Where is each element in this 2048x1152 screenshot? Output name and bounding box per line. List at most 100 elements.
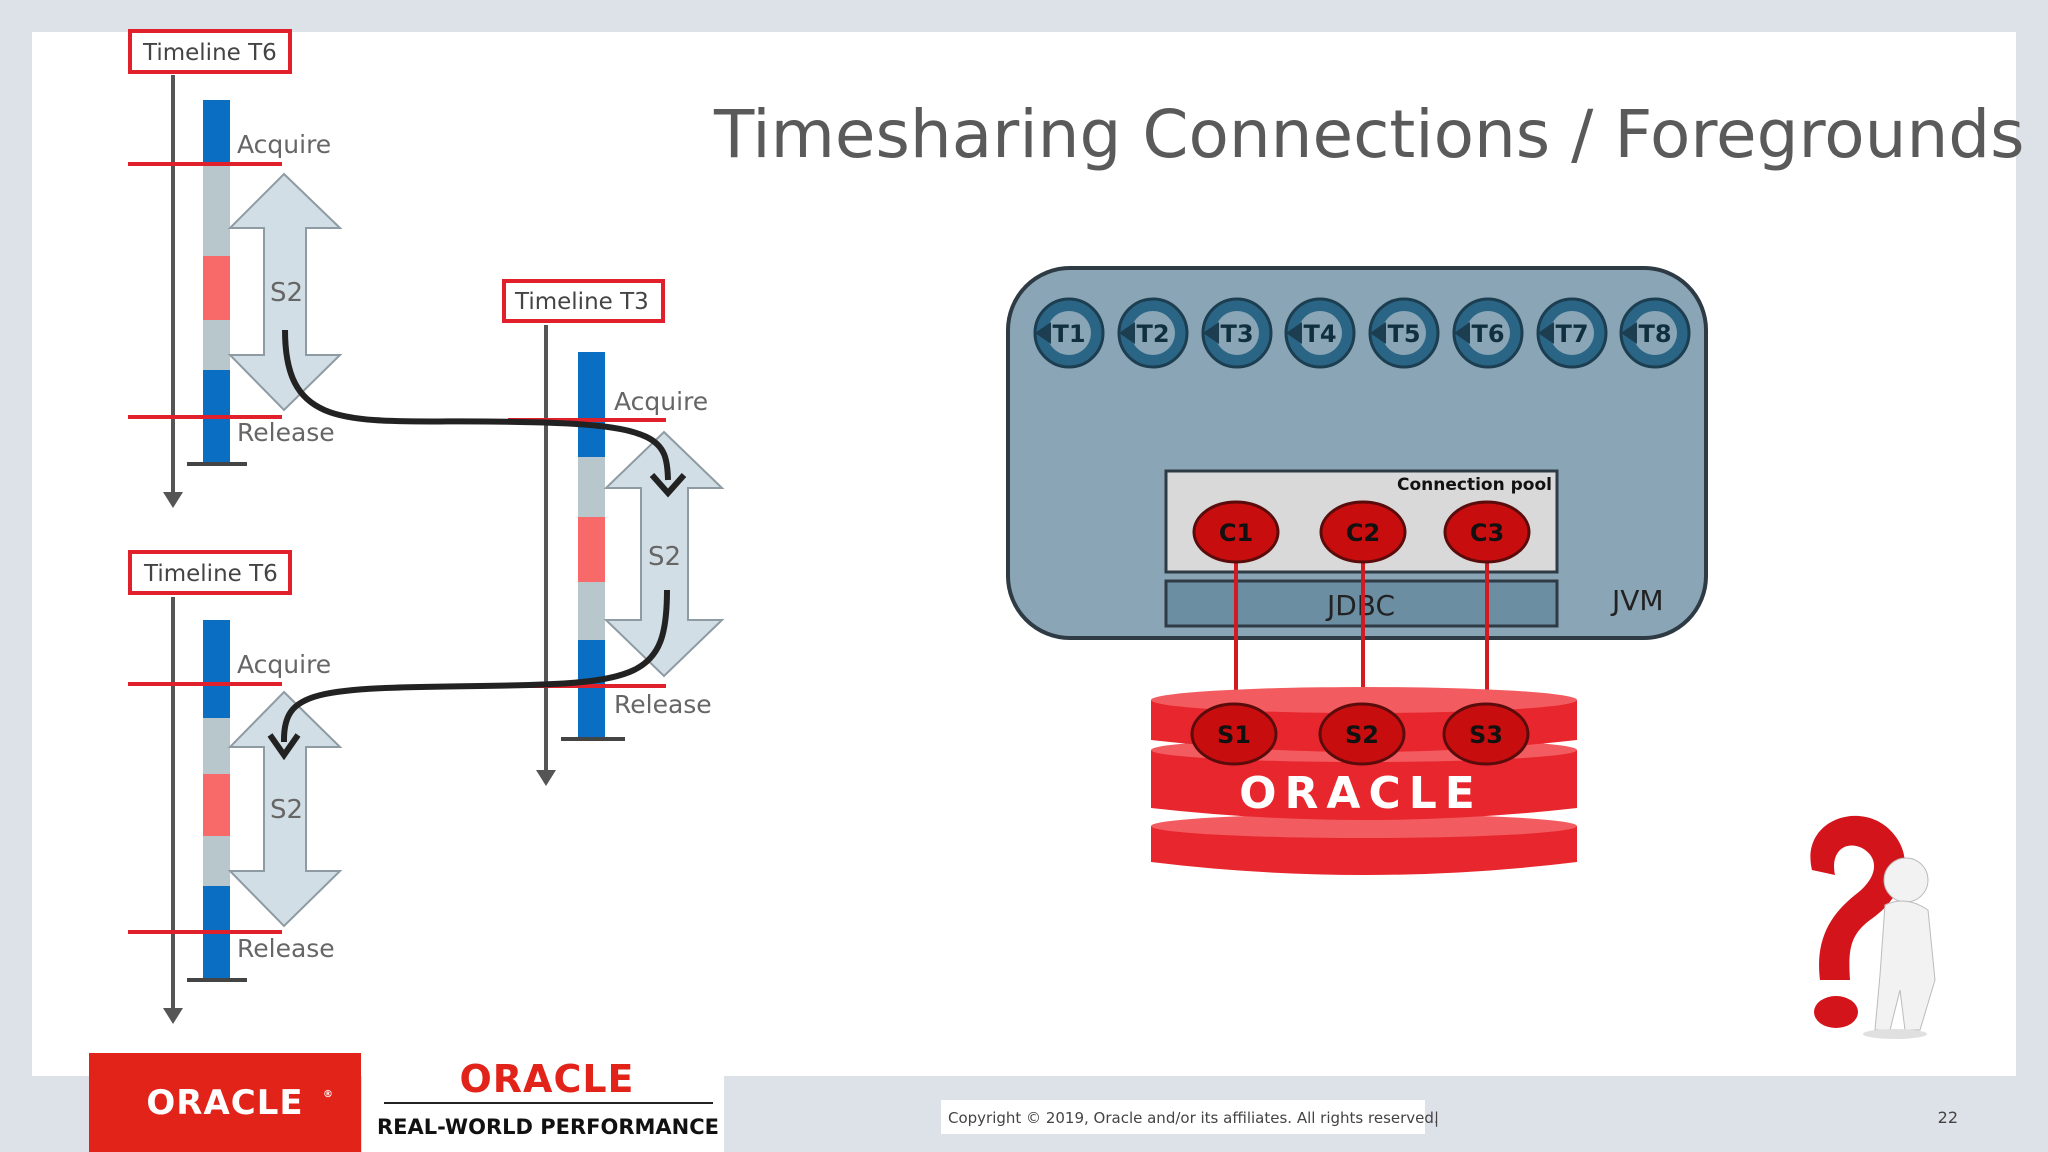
- copyright-box: [941, 1100, 1425, 1134]
- release-label: Release: [237, 934, 335, 963]
- handoff-arrowhead: [267, 733, 301, 761]
- session-label: S2: [1345, 721, 1379, 749]
- page-number: 22: [1938, 1108, 1958, 1127]
- db-layer-middle: [1151, 750, 1577, 820]
- db-layer-bottom: [1151, 826, 1577, 875]
- bar-segment-grey: [203, 718, 230, 774]
- timeline-label: Timeline T6: [142, 40, 277, 66]
- timeline-middle: Timeline T3 Acquire Release S2: [500, 279, 725, 786]
- time-axis-arrowhead: [163, 492, 183, 508]
- session-s3: S3: [1442, 702, 1530, 766]
- session-s1: S1: [1190, 702, 1278, 766]
- question-mark-figure-icon: [1810, 815, 1936, 1039]
- oracle-database: ORACLE S1 S2 S3: [1151, 687, 1577, 875]
- thread-label: T8: [1638, 320, 1671, 348]
- session-label: S2: [270, 278, 303, 308]
- timeline-label-box: [502, 279, 665, 323]
- rwp-tagline: REAL-WORLD PERFORMANCE: [377, 1115, 719, 1139]
- connection-c3: C3: [1443, 500, 1531, 564]
- copyright-text: Copyright © 2019, Oracle and/or its affi…: [948, 1109, 1439, 1127]
- thread-label: T6: [1471, 320, 1504, 348]
- jvm-label: JVM: [1610, 584, 1664, 617]
- bar-segment-blue: [578, 640, 605, 737]
- oracle-logo-red: ORACLE: [459, 1057, 634, 1101]
- jvm-container: JVM T1 T2 T3 T4: [1006, 266, 1708, 640]
- timeline-bottom: Timeline T6 Acquire Release S2: [128, 550, 343, 1024]
- cycle-arrow-icon: [1538, 322, 1554, 344]
- release-label: Release: [614, 690, 712, 719]
- bar-segment-blue: [203, 620, 230, 718]
- acquire-label: Acquire: [237, 650, 331, 679]
- thread-label: T4: [1303, 320, 1336, 348]
- release-label: Release: [237, 418, 335, 447]
- bar-segment-grey: [203, 320, 230, 370]
- handoff-arrow-to-t3: [282, 329, 671, 481]
- bar-segment-grey: [203, 836, 230, 886]
- cycle-arrow-icon: [1119, 322, 1135, 344]
- connection-c2: C2: [1319, 500, 1407, 564]
- connection-label: C3: [1470, 519, 1504, 547]
- thread-core: [1382, 311, 1426, 355]
- db-brand-label: ORACLE: [1239, 768, 1483, 819]
- question-mark-curve: [1810, 815, 1905, 980]
- session-label: S3: [1469, 721, 1503, 749]
- time-axis-arrowhead: [163, 1008, 183, 1024]
- thread-t3: T3: [1201, 297, 1273, 369]
- connection-label: C2: [1346, 519, 1380, 547]
- thread-label: T5: [1387, 320, 1420, 348]
- connection-node: [1319, 500, 1407, 564]
- bar-segment-pink: [203, 774, 230, 836]
- timeline-label: Timeline T3: [514, 289, 649, 315]
- question-mark-dot: [1814, 996, 1858, 1028]
- cycle-arrow-icon: [1203, 322, 1219, 344]
- bar-segment-grey: [578, 582, 605, 640]
- session-label: S1: [1217, 721, 1251, 749]
- cycle-arrow-icon: [1370, 322, 1386, 344]
- oracle-logo-white: ORACLE: [146, 1083, 303, 1123]
- cycle-arrow-icon: [1454, 322, 1470, 344]
- thread-t6: T6: [1452, 297, 1524, 369]
- thread-core: [1047, 311, 1091, 355]
- session-node: [1442, 702, 1530, 766]
- thread-core: [1466, 311, 1510, 355]
- timeline-label-box: [128, 550, 292, 595]
- page-title: Timesharing Connections / Foregrounds: [713, 96, 2025, 173]
- time-axis-arrowhead: [536, 770, 556, 786]
- handoff-arrow-to-t6: [280, 589, 670, 743]
- bar-segment-blue: [203, 100, 230, 165]
- cycle-arrow-icon: [1286, 322, 1302, 344]
- connection-pool-label: Connection pool: [1397, 475, 1552, 495]
- connection-node: [1443, 500, 1531, 564]
- thread-core: [1215, 311, 1259, 355]
- thread-t7: T7: [1536, 297, 1608, 369]
- bar-segment-pink: [578, 517, 605, 582]
- thread-t2: T2: [1117, 297, 1189, 369]
- thread-t8: T8: [1619, 297, 1691, 369]
- session-double-arrow: [603, 430, 725, 678]
- thread-t5: T5: [1368, 297, 1440, 369]
- session-label: S2: [648, 542, 681, 572]
- handoff-arrowhead: [649, 473, 687, 498]
- oracle-logo-block: [89, 1053, 361, 1152]
- thread-core: [1298, 311, 1342, 355]
- cycle-arrow-icon: [1621, 322, 1637, 344]
- session-double-arrow: [227, 172, 343, 412]
- db-layer-top-ellipse: [1151, 814, 1577, 838]
- timeline-top: Timeline T6 Acquire Release S2: [128, 29, 343, 508]
- session-s2: S2: [1318, 702, 1406, 766]
- thread-core: [1550, 311, 1594, 355]
- timeline-label-box: [128, 29, 292, 74]
- acquire-label: Acquire: [237, 130, 331, 159]
- session-node: [1318, 702, 1406, 766]
- cycle-arrow-icon: [1035, 322, 1051, 344]
- thread-label: T3: [1220, 320, 1253, 348]
- session-double-arrow: [227, 690, 343, 928]
- figure-shadow: [1863, 1029, 1927, 1039]
- connection-node: [1192, 500, 1280, 564]
- footer-separator: |: [1434, 1109, 1439, 1127]
- timeline-label: Timeline T6: [143, 561, 278, 587]
- bar-segment-grey: [578, 457, 605, 517]
- thread-t4: T4: [1284, 297, 1356, 369]
- thread-core: [1131, 311, 1175, 355]
